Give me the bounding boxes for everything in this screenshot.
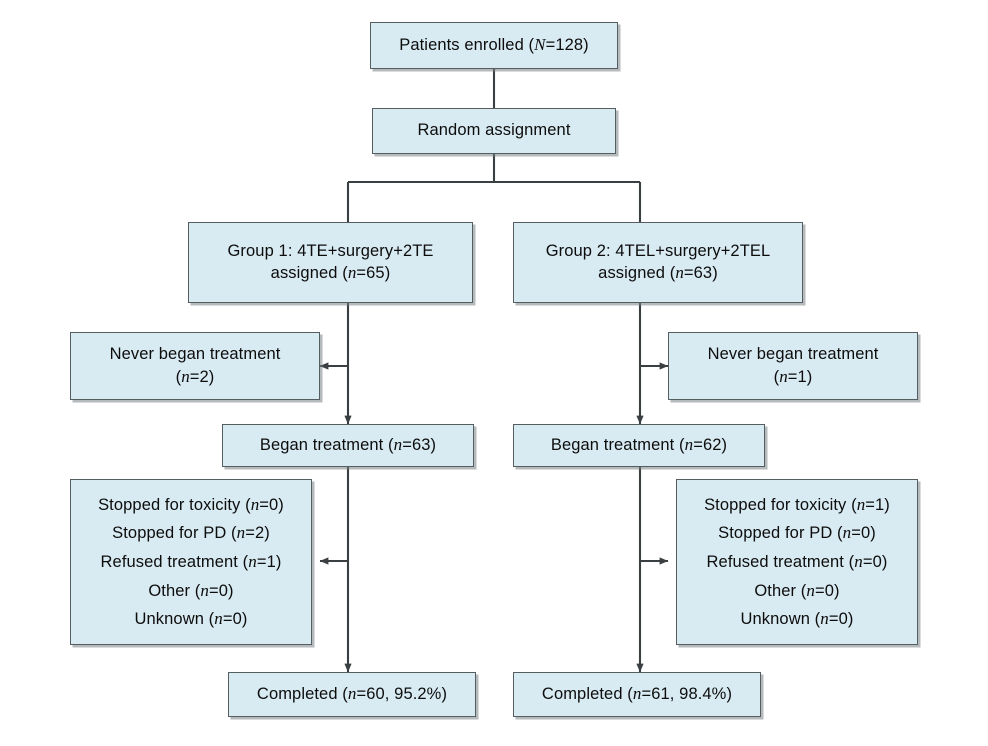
node-group1-assigned: Group 1: 4TE+surgery+2TE assigned (n=65) [188,222,473,303]
node-group2-reason-unknown: Unknown (n=0) [740,609,854,629]
node-group1-reason-toxicity: Stopped for toxicity (n=0) [98,494,284,514]
node-random-assignment-line1: Random assignment [417,121,571,140]
node-group1-assigned-line1: Group 1: 4TE+surgery+2TE [227,241,434,260]
node-group2-assigned-line2: assigned (n=63) [598,263,718,282]
node-group2-reason-toxicity: Stopped for toxicity (n=1) [704,494,890,514]
node-group2-began-treatment-line1: Began treatment (n=62) [550,435,728,455]
node-group2-assigned: Group 2: 4TEL+surgery+2TEL assigned (n=6… [513,222,803,303]
node-group1-discontinuation-reasons: Stopped for toxicity (n=0) Stopped for P… [70,479,312,645]
node-group1-never-began-line2: (n=2) [175,366,215,386]
node-group1-reason-refused: Refused treatment (n=1) [100,551,282,571]
node-group1-reason-pd: Stopped for PD (n=2) [112,523,270,543]
node-group2-assigned-line1: Group 2: 4TEL+surgery+2TEL [545,241,771,260]
node-group1-began-treatment: Began treatment (n=63) [222,424,474,467]
node-group1-reason-unknown: Unknown (n=0) [134,609,248,629]
node-group2-discontinuation-reasons: Stopped for toxicity (n=1) Stopped for P… [676,479,918,645]
node-group2-completed: Completed (n=61, 98.4%) [513,672,761,717]
node-group2-never-began-line2: (n=1) [773,366,813,386]
node-random-assignment: Random assignment [372,108,616,154]
node-group2-never-began-line1: Never began treatment [707,345,879,364]
node-group1-completed: Completed (n=60, 95.2%) [228,672,476,717]
node-group2-reason-pd: Stopped for PD (n=0) [718,523,876,543]
node-group1-completed-line1: Completed (n=60, 95.2%) [256,684,448,704]
node-patients-enrolled-line1: Patients enrolled (N=128) [399,35,589,55]
node-group1-assigned-line2: assigned (n=65) [270,263,391,282]
node-group1-reason-other: Other (n=0) [148,580,234,600]
node-group1-began-treatment-line1: Began treatment (n=63) [259,435,437,455]
node-group2-never-began-treatment: Never began treatment (n=1) [668,332,918,400]
node-group1-never-began-treatment: Never began treatment (n=2) [70,332,320,400]
node-group2-reason-refused: Refused treatment (n=0) [706,551,888,571]
node-patients-enrolled: Patients enrolled (N=128) [370,22,618,69]
node-group2-completed-line1: Completed (n=61, 98.4%) [541,684,733,704]
node-group1-never-began-line1: Never began treatment [109,345,281,364]
node-group2-began-treatment: Began treatment (n=62) [513,424,765,467]
node-group2-reason-other: Other (n=0) [754,580,840,600]
